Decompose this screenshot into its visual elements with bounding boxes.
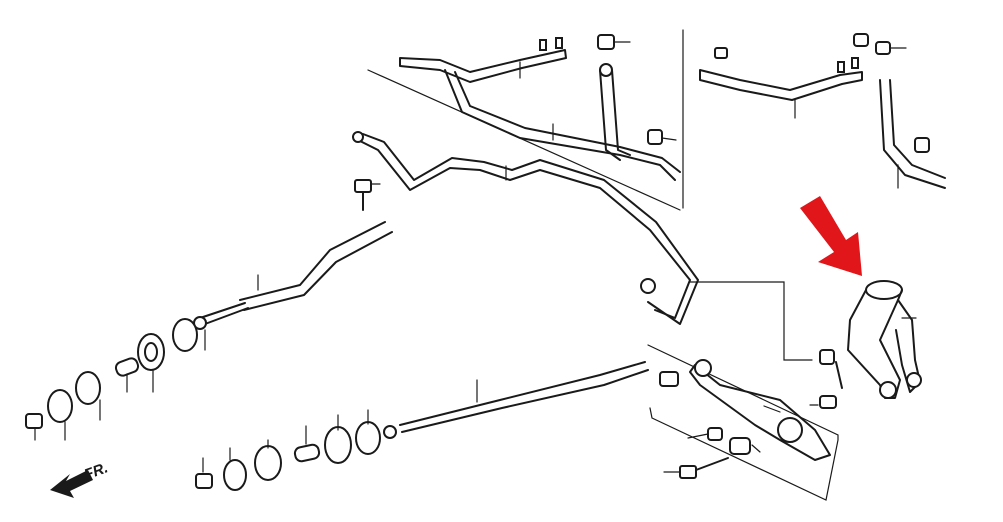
arrow-left-down-icon (50, 470, 93, 498)
inset-tube (444, 69, 681, 181)
lower-control-arm (659, 359, 831, 461)
inset-link (599, 63, 631, 161)
lower-bushing-set (195, 409, 397, 491)
red-arrow-icon (800, 196, 862, 276)
lower-arm-bolt (663, 457, 729, 479)
bracket-inset-frame (367, 29, 684, 211)
stabilizer-bolt (354, 179, 381, 211)
steering-knuckle (847, 280, 922, 399)
top-nut-1 (597, 34, 631, 50)
upper-left-bracket (399, 37, 567, 83)
stabilizer-bar (352, 131, 813, 361)
radius-rod-lower (399, 361, 649, 433)
right-vertical-link (879, 79, 946, 189)
stabilizer-end-link (809, 349, 843, 409)
top-nut-2 (647, 129, 677, 145)
upper-bushing-set (25, 316, 207, 441)
radius-rod-upper (199, 221, 393, 325)
upper-right-bracket (699, 33, 907, 119)
lower-arm-box (647, 344, 839, 501)
